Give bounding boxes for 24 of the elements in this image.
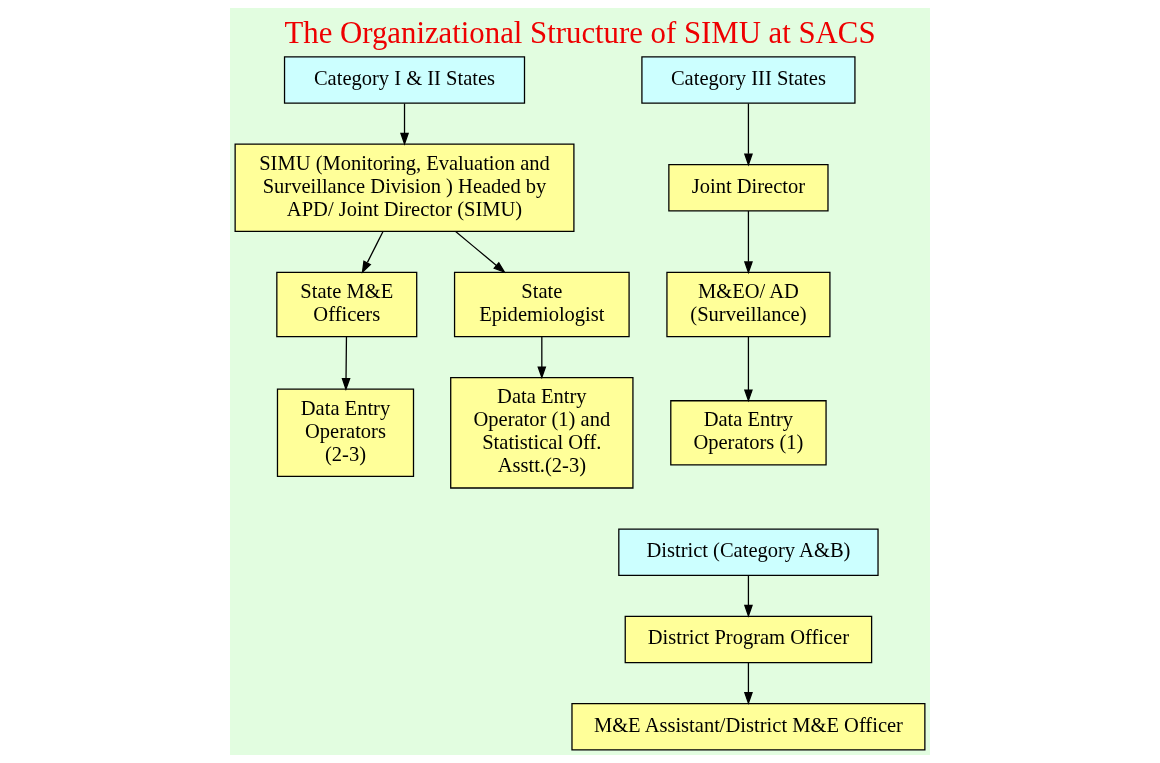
node-box: State Epidemiologist — [453, 271, 630, 338]
node-box: SIMU (Monitoring, Evaluation and Surveillance Division ) Headed by APD/ Joint Director (SIMU) — [234, 143, 575, 232]
arrow — [743, 662, 753, 705]
node-box: District Program Officer — [624, 615, 873, 664]
node-box: Data Entry Operators (2-3) — [276, 388, 415, 478]
arrow — [455, 230, 506, 274]
arrow — [743, 575, 753, 618]
arrow — [743, 336, 753, 403]
node-box: M&E Assistant/District M&E Officer — [571, 702, 926, 751]
node-box: M&EO/ AD (Surveillance) — [666, 271, 831, 338]
node-box: Data Entry Operators (1) — [670, 400, 827, 466]
arrow — [341, 336, 351, 391]
diagram-title: The Organizational Structure of SIMU at SACS — [284, 15, 876, 50]
node-box: District (Category A&B) — [618, 528, 879, 576]
arrow — [743, 102, 753, 167]
arrow — [537, 336, 547, 380]
arrow — [743, 210, 753, 275]
node-box: Joint Director — [668, 164, 829, 212]
node-box: Category III States — [641, 56, 856, 104]
node-box: State M&E Officers — [276, 271, 418, 338]
node-box: Data Entry Operator (1) and Statistical Off. Asstt.(2-3) — [450, 377, 634, 489]
arrow — [400, 102, 409, 146]
arrow — [361, 230, 384, 274]
node-box: Category I & II States — [283, 56, 526, 104]
